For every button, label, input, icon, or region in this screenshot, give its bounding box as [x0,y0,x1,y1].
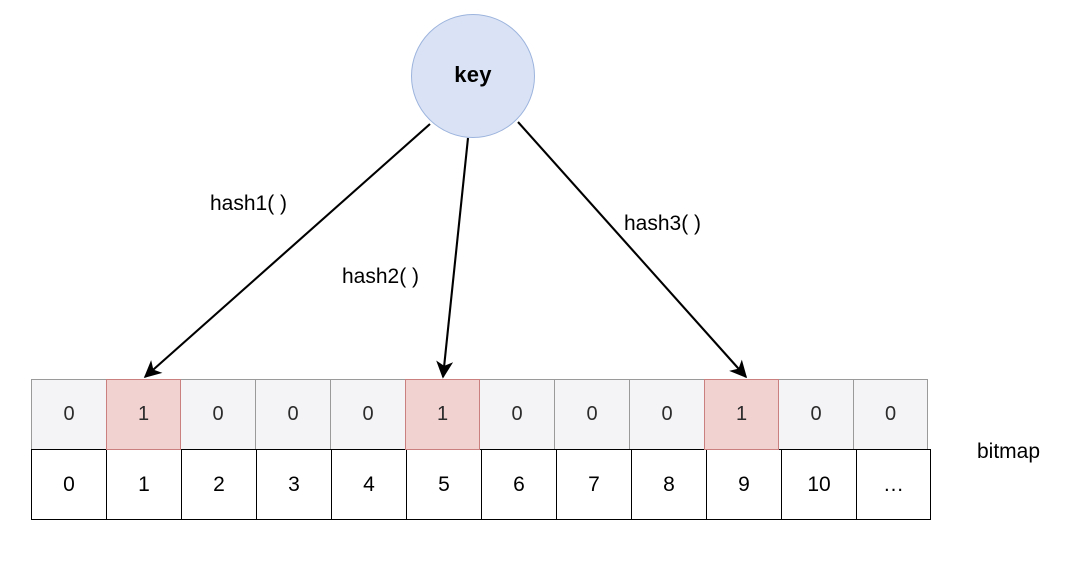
bitmap-value-cell[interactable]: 1 [405,379,480,450]
bitmap-value-cell[interactable]: 0 [330,379,405,450]
bitmap-caption: bitmap [977,440,1041,463]
key-node [411,14,535,138]
bitmap-index-cell[interactable]: 4 [331,449,406,520]
hash3-label: hash3( ) [624,212,702,235]
hash1-label: hash1( ) [210,192,288,215]
key-node-label: key [454,62,492,87]
bitmap-index-cell[interactable]: 7 [556,449,631,520]
bitmap-index-cell[interactable]: 6 [481,449,556,520]
bitmap-value-cell[interactable]: 0 [554,379,629,450]
bitmap-index-cell[interactable]: 5 [406,449,481,520]
bitmap-value-cell[interactable]: 0 [778,379,853,450]
bitmap-value-cell[interactable]: 0 [853,379,928,450]
bitmap-index-cell[interactable]: 2 [181,449,256,520]
bitmap-value-cell[interactable]: 1 [704,379,779,450]
bitmap-value-cell[interactable]: 0 [180,379,255,450]
bitmap-index-cell[interactable]: 8 [631,449,706,520]
bitmap-index-cell[interactable]: 3 [256,449,331,520]
bitmap-index-cell[interactable]: 9 [706,449,781,520]
arrow-hash3 [517,121,748,379]
bitmap-value-cell[interactable]: 1 [106,379,181,450]
bitmap-value-cell[interactable]: 0 [255,379,330,450]
bitmap-index-cell[interactable]: 10 [781,449,856,520]
bitmap-value-cell[interactable]: 0 [31,379,106,450]
arrow-hash1 [143,123,431,379]
hash2-label: hash2( ) [342,265,420,288]
bitmap-value-cell[interactable]: 0 [479,379,554,450]
bitmap-index-cell[interactable]: 1 [106,449,181,520]
arrow-hash2 [436,137,470,379]
bitmap-index-cell[interactable]: … [856,449,931,520]
bitmap-value-cell[interactable]: 0 [629,379,704,450]
bitmap-index-cell[interactable]: 0 [31,449,106,520]
